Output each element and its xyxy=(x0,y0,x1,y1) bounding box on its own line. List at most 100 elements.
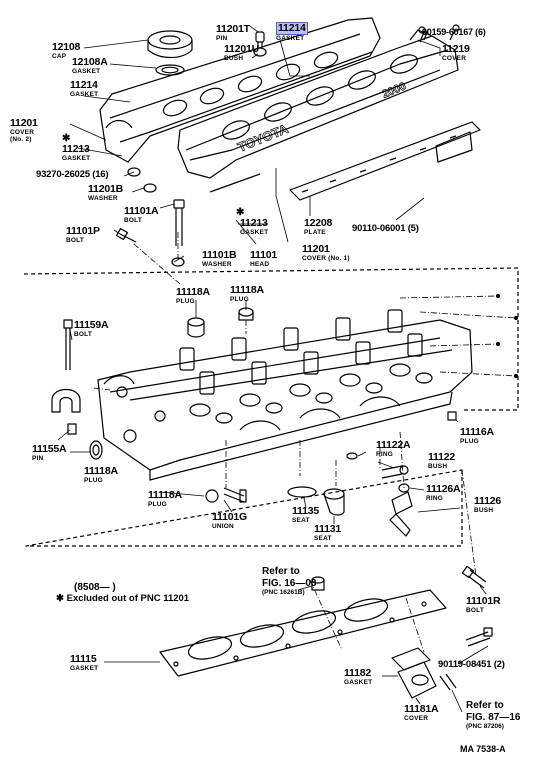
part-number: 11131 xyxy=(314,523,342,535)
part-name: GASKET xyxy=(62,154,91,162)
ref-line1: Refer to xyxy=(466,700,504,711)
callout-90159: 90159-60167 (6) xyxy=(422,28,486,37)
date-range-note: (8508— ) xyxy=(74,582,116,593)
oil-filler-cap xyxy=(147,30,193,76)
part-number: 90110-06001 (5) xyxy=(352,223,419,234)
seat-11135 xyxy=(287,486,317,498)
part-name: UNION xyxy=(212,522,234,530)
ref-line2: FIG. 16—03 xyxy=(262,577,317,589)
part-number: 11122 xyxy=(428,451,456,463)
callout-90119: 90119-08451 (2) xyxy=(438,660,505,670)
part-name: CAP xyxy=(52,52,67,60)
part-name: RING xyxy=(426,494,444,502)
part-name: PLUG xyxy=(230,295,249,303)
part-name: BOLT xyxy=(74,330,93,338)
head-assembly-outline xyxy=(23,267,519,547)
cover-emboss-text-2: 2000 xyxy=(381,80,408,100)
cam-cover-no2 xyxy=(99,17,381,163)
part-name: COVER xyxy=(10,128,35,136)
part-number: 11101 xyxy=(250,249,278,261)
pin-11155a xyxy=(51,388,81,435)
part-number: 12208 xyxy=(304,217,333,229)
part-number: 11118A xyxy=(230,284,264,296)
part-name: HEAD xyxy=(250,260,270,268)
part-number: 11101A xyxy=(124,205,159,217)
part-number: 11118A xyxy=(148,489,182,501)
leader-lines xyxy=(57,25,489,713)
part-name: PLUG xyxy=(84,476,103,484)
part-number: 11213 xyxy=(240,217,268,229)
part-number: 11213 xyxy=(62,143,90,155)
part-name: PIN xyxy=(32,454,44,462)
part-name: PLATE xyxy=(304,228,326,236)
callout-93270: 93270-26025 (16) xyxy=(36,170,109,180)
part-number: 90119-08451 (2) xyxy=(438,659,505,670)
part-name: BOLT xyxy=(124,216,143,224)
part-number: 11118A xyxy=(84,465,118,477)
part-number: 11214 xyxy=(70,79,98,91)
union-11101g xyxy=(205,487,247,503)
part-name: BOLT xyxy=(466,606,485,614)
part-number: 11101P xyxy=(66,225,100,237)
part-name-extra: (No. 2) xyxy=(10,136,32,143)
part-name: WASHER xyxy=(88,194,118,202)
part-number: 11201T xyxy=(216,23,250,35)
excluded-note: ✱ Excluded out of PNC 11201 xyxy=(56,593,189,605)
part-number: 11122A xyxy=(376,439,411,451)
cover-gasket-edge xyxy=(209,173,261,193)
cover-emboss-text: TOYOTA xyxy=(236,121,291,155)
part-number: 11201U xyxy=(224,43,260,55)
part-number: 12108A xyxy=(72,56,108,68)
ref-pnc: (PNC 16261B) xyxy=(262,589,305,596)
cover-bolts xyxy=(418,24,460,43)
part-number: 11118A xyxy=(176,286,210,298)
part-number: 11159A xyxy=(74,319,109,331)
bush-11126 xyxy=(389,483,413,537)
alignment-lines xyxy=(93,232,517,653)
head-bolt xyxy=(173,199,185,246)
part-name: PIN xyxy=(216,34,228,42)
callout-90110: 90110-06001 (5) xyxy=(352,224,419,234)
bolt-11101r xyxy=(461,565,487,589)
part-number: 11181A xyxy=(404,703,439,715)
part-number: 11126A xyxy=(426,483,461,495)
part-name: GASKET xyxy=(70,90,99,98)
part-name: SEAT xyxy=(314,534,332,542)
ref-line2: FIG. 87—16 xyxy=(466,711,521,723)
part-number: 11201 xyxy=(10,117,38,129)
part-number: 11155A xyxy=(32,443,67,455)
star-mark: ✱ xyxy=(56,593,64,604)
diagram-id: MA 7538-A xyxy=(460,744,506,754)
part-name: RING xyxy=(376,450,394,458)
part-name: PLUG xyxy=(460,437,479,445)
